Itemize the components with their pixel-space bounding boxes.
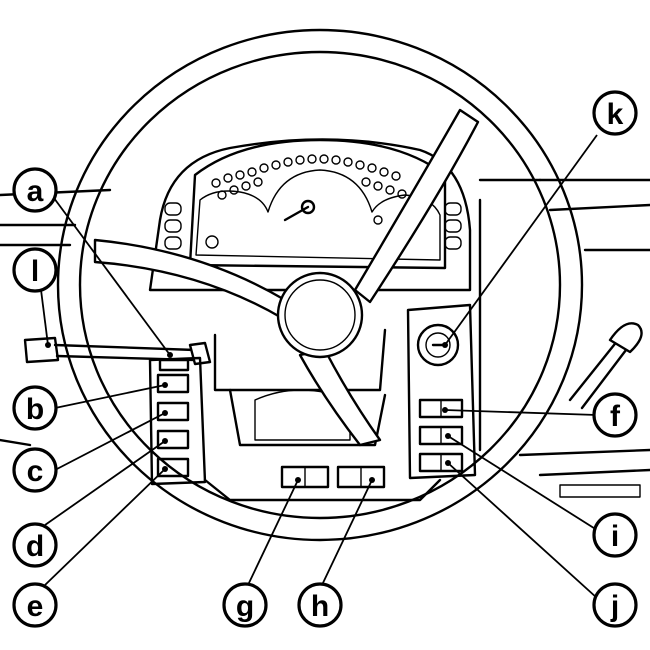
wheel-spoke-upper-right <box>355 110 478 302</box>
callout-h: h <box>299 584 341 626</box>
steering-wheel <box>58 30 582 540</box>
center-switches <box>282 467 384 487</box>
callout-l: l <box>14 249 56 291</box>
switch-a[interactable] <box>160 360 188 370</box>
callout-label-k: k <box>607 98 624 131</box>
horn-pad[interactable] <box>278 273 362 357</box>
callout-label-a: a <box>27 175 44 208</box>
callout-a: a <box>14 169 56 211</box>
callout-e: e <box>14 584 56 626</box>
wheel-spoke-lower <box>300 350 380 445</box>
callout-label-j: j <box>610 590 619 623</box>
callout-d: d <box>14 524 56 566</box>
callout-j: j <box>594 584 636 626</box>
callout-label-b: b <box>26 393 44 426</box>
callout-f: f <box>594 394 636 436</box>
callout-label-e: e <box>27 590 44 623</box>
callout-c: c <box>14 449 56 491</box>
callout-label-l: l <box>31 255 39 288</box>
left-switch-panel <box>150 358 205 484</box>
callout-b: b <box>14 387 56 429</box>
callout-label-f: f <box>610 400 621 433</box>
callout-i: i <box>594 514 636 556</box>
callout-g: g <box>224 584 266 626</box>
callout-label-g: g <box>236 590 254 623</box>
callout-label-c: c <box>27 455 44 488</box>
callout-label-d: d <box>26 530 44 563</box>
callout-label-i: i <box>611 520 619 553</box>
callout-k: k <box>594 92 636 134</box>
right-switch-panel <box>408 305 475 478</box>
callout-label-h: h <box>311 590 329 623</box>
